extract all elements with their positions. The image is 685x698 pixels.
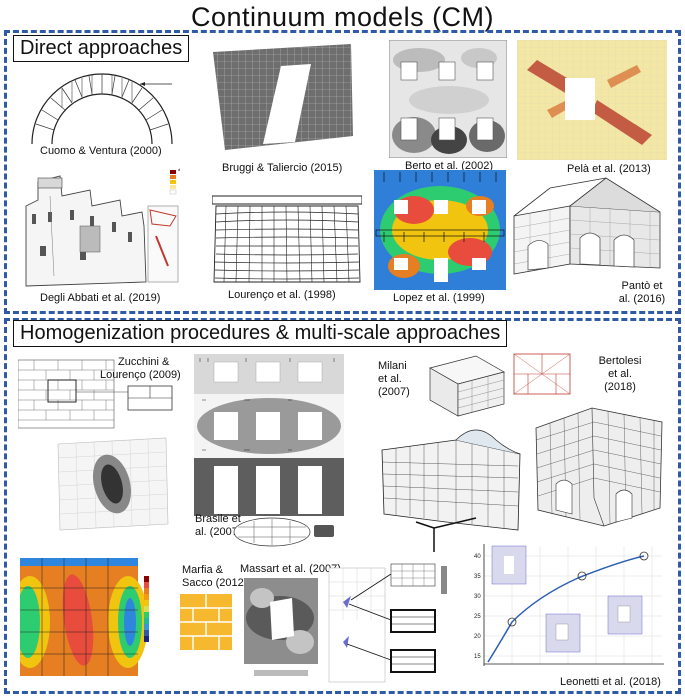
lourenco-caption: Lourenço et al. (1998)	[228, 289, 336, 301]
cuomo-caption: Cuomo & Ventura (2000)	[40, 145, 162, 157]
panto-building-figure	[510, 176, 672, 280]
lourenco-mesh-figure	[212, 192, 362, 284]
svg-text:15: 15	[474, 654, 481, 660]
leonetti-caption: Leonetti et al. (2018)	[560, 676, 661, 688]
milani-caption-line2: et al.	[378, 373, 402, 385]
cuomo-arch-figure	[22, 62, 180, 150]
marfia-brick-figure	[180, 594, 232, 650]
svg-text:d: d	[178, 167, 180, 172]
direct-approaches-frame	[4, 30, 681, 314]
panto-caption-line1: Pantò et	[621, 280, 663, 292]
zucchini-caption-line1: Zucchini &	[118, 356, 170, 368]
homogenization-heading: Homogenization procedures & multi-scale …	[13, 320, 508, 347]
berto-wall-figure	[389, 40, 507, 158]
svg-text:40: 40	[474, 554, 481, 560]
lopez-contour-figure	[374, 170, 506, 290]
brasile-detail-figure	[232, 515, 342, 549]
massart-caption: Massart et al. (2007)	[240, 563, 341, 575]
panto-caption-line2: al. (2016)	[618, 293, 666, 305]
svg-text:30: 30	[474, 594, 481, 600]
svg-text:35: 35	[474, 574, 481, 580]
brasile-figure	[194, 354, 344, 516]
bertolesi-building-figure	[532, 398, 668, 530]
marfia-caption-line1: Marfia &	[182, 564, 223, 576]
massart-mesh-figure	[325, 560, 455, 688]
svg-text:20: 20	[474, 634, 481, 640]
brasile-caption-line1: Brasile et	[195, 513, 241, 525]
zucchini-caption-line2: Lourenço (2009)	[100, 369, 181, 381]
milani-cell-figure	[416, 350, 516, 422]
pela-caption: Pelà et al. (2013)	[567, 163, 651, 175]
zucchini-brick-figure	[18, 356, 180, 432]
leonetti-chart-figure: 40 35 30 25 20 15	[458, 536, 668, 676]
pela-wall-figure	[517, 40, 667, 160]
marfia-contour-figure	[20, 558, 180, 678]
milani-mesh-figure	[376, 410, 526, 558]
milani-caption-line3: (2007)	[378, 386, 410, 398]
bertolesi-caption-line3: (2018)	[604, 381, 636, 393]
milani-caption-line1: Milani	[378, 360, 407, 372]
massart-contour-figure	[244, 578, 318, 682]
page-title: Continuum models (CM)	[190, 2, 495, 32]
bertolesi-cell-figure	[512, 352, 572, 396]
bertolesi-caption-line1: Bertolesi	[598, 355, 642, 367]
bertolesi-caption-line2: et al.	[608, 368, 632, 380]
bruggi-grid-figure	[203, 40, 361, 152]
zucchini-contour-figure	[52, 436, 172, 532]
berto-caption: Berto et al. (2002)	[405, 160, 494, 172]
marfia-caption-line2: Sacco (2012)	[182, 577, 248, 589]
degli-abbati-caption: Degli Abbati et al. (2019)	[40, 292, 161, 304]
brasile-caption-line2: al. (2007)	[195, 526, 242, 538]
direct-approaches-heading: Direct approaches	[13, 35, 190, 62]
homogenization-frame	[4, 318, 681, 694]
bruggi-caption: Bruggi & Taliercio (2015)	[222, 162, 343, 174]
svg-text:25: 25	[474, 614, 481, 620]
degli-abbati-castle-figure: d	[20, 166, 196, 290]
lopez-caption: Lopez et al. (1999)	[393, 292, 485, 304]
